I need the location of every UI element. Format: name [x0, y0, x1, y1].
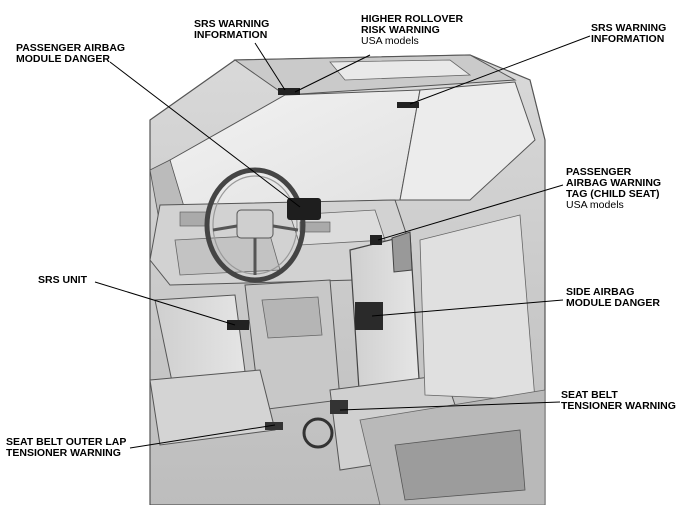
higher-rollover-label: HIGHER ROLLOVER RISK WARNING USA models [361, 14, 463, 47]
seat-belt-tensioner-label: SEAT BELT TENSIONER WARNING [561, 390, 676, 412]
srs-unit-box [227, 320, 249, 330]
airbag-warning-tag [370, 235, 382, 245]
side-airbag-module [355, 302, 383, 330]
seat-belt-tensioner [330, 400, 348, 414]
srs-unit-label: SRS UNIT [38, 275, 87, 286]
srs-warning-info-right-label: SRS WARNING INFORMATION [591, 23, 666, 45]
side-airbag-module-label: SIDE AIRBAG MODULE DANGER [566, 287, 660, 309]
passenger-airbag-tag-label: PASSENGER AIRBAG WARNING TAG (CHILD SEAT… [566, 167, 661, 211]
srs-info-sticker-right [397, 102, 419, 108]
seat-belt-outer-lap-label: SEAT BELT OUTER LAP TENSIONER WARNING [6, 437, 126, 459]
srs-warning-info-top-label: SRS WARNING INFORMATION [194, 19, 269, 41]
passenger-airbag-module-label: PASSENGER AIRBAG MODULE DANGER [16, 43, 125, 65]
